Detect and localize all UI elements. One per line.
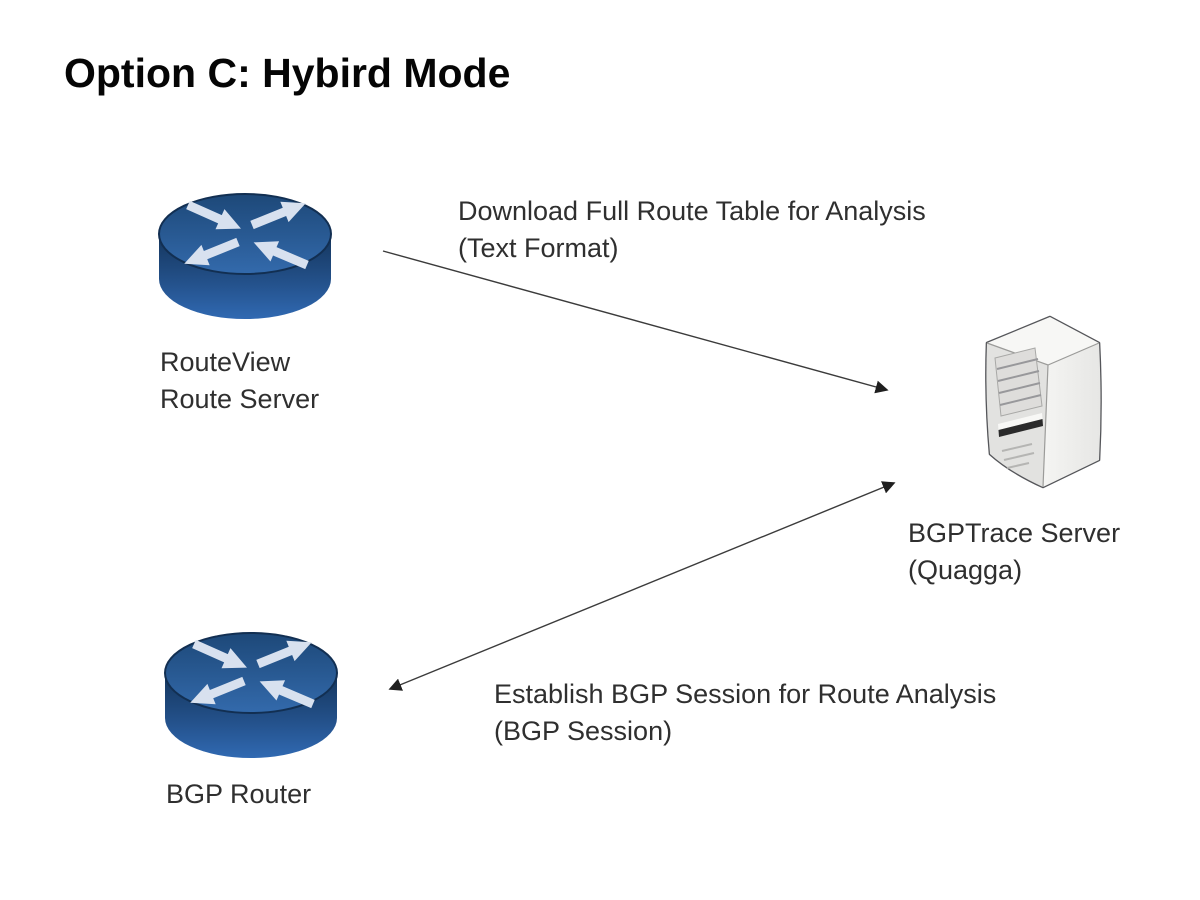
bgp-router-label: BGP Router	[166, 776, 311, 813]
session-edge-label-line1: Establish BGP Session for Route Analysis	[494, 679, 997, 709]
download-edge-label-line1: Download Full Route Table for Analysis	[458, 196, 926, 226]
session-edge-label: Establish BGP Session for Route Analysis…	[494, 676, 996, 750]
download-edge-label: Download Full Route Table for Analysis (…	[458, 193, 926, 267]
routeview-label-line1: RouteView	[160, 347, 291, 377]
server-tower-icon	[985, 315, 1102, 489]
bgp-router-label-line1: BGP Router	[166, 779, 312, 809]
router-icon-routeview	[158, 193, 332, 319]
session-edge-label-line2: (BGP Session)	[494, 716, 673, 746]
server-vents	[1001, 443, 1035, 469]
server-grille	[994, 347, 1043, 417]
routeview-router-label: RouteView Route Server	[160, 344, 319, 418]
bgptrace-server-label: BGPTrace Server (Quagga)	[908, 515, 1120, 589]
server-slot	[998, 413, 1043, 437]
router-icon-bgp	[164, 632, 338, 758]
page-title: Option C: Hybird Mode	[64, 50, 511, 96]
server-label-line1: BGPTrace Server	[908, 518, 1121, 548]
download-edge-label-line2: (Text Format)	[458, 233, 619, 263]
connector-arrow-session	[388, 481, 896, 691]
routeview-label-line2: Route Server	[160, 384, 320, 414]
connector-arrow-download	[382, 250, 889, 394]
server-label-line2: (Quagga)	[908, 555, 1023, 585]
